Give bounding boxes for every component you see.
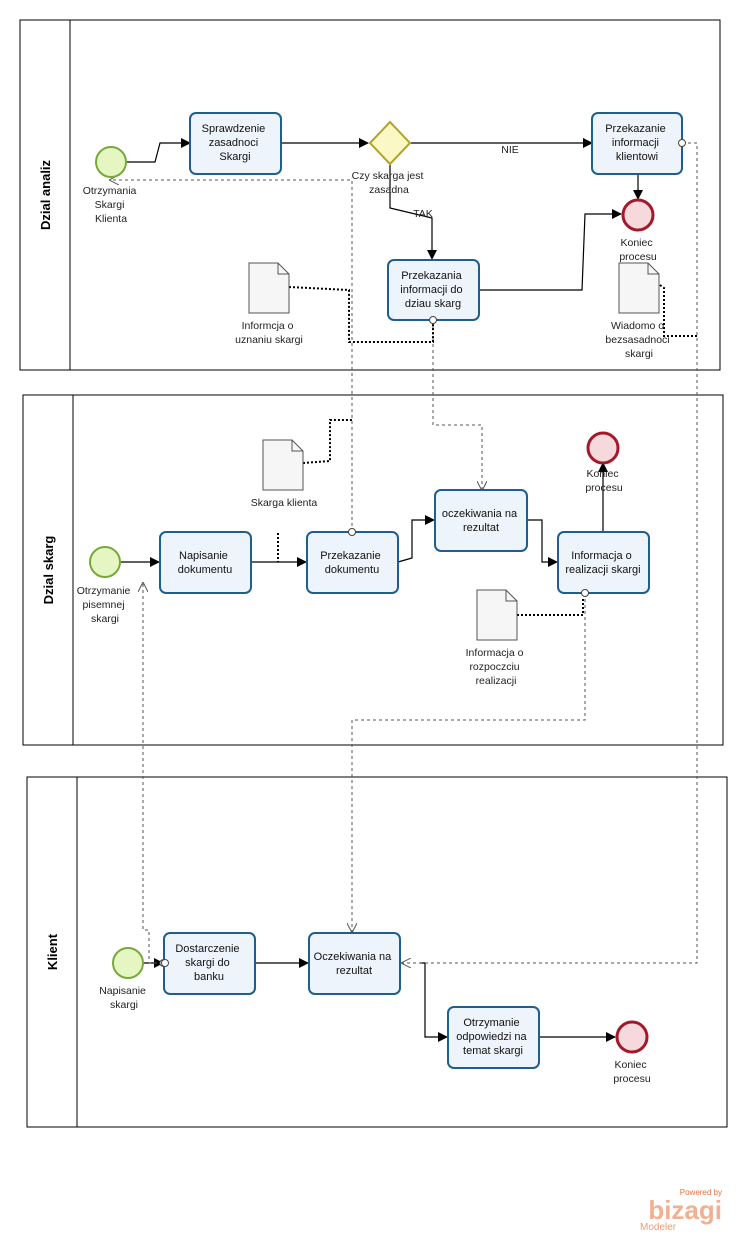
exclusive-gateway-icon[interactable]	[368, 120, 412, 166]
task-otrzymanie-odpowiedzi[interactable]	[447, 1006, 540, 1069]
gateway-yes-label: TAK	[413, 208, 433, 220]
end-event-label: Koniec procesu	[585, 468, 623, 494]
msgflow-dostarczenie-to-start-skarg	[143, 583, 163, 963]
task-label: Oczekiwania na rezultat	[314, 951, 395, 977]
assoc-uznanie	[288, 286, 434, 343]
lane-title: Dzial analiz	[38, 159, 53, 230]
document-icon	[618, 262, 660, 314]
task-sprawdzenie[interactable]	[189, 112, 282, 175]
task-label: Przekazania informacji do dziau skarg	[400, 270, 465, 310]
task-label: Przekazanie informacji klientowi	[605, 123, 669, 163]
task-label: Informacja o realizacji skargi	[565, 550, 640, 576]
document-label: Informacja o rozpoczciu realizacji	[466, 647, 527, 687]
task-informacja-realizacji[interactable]	[557, 531, 650, 594]
task-label: Przekazanie dokumentu	[320, 550, 384, 576]
start-event-icon[interactable]	[112, 947, 144, 979]
bizagi-watermark: Powered by bizagi Modeler	[640, 1188, 722, 1233]
task-napisanie-dokumentu[interactable]	[159, 531, 252, 594]
message-port-icon	[678, 139, 686, 147]
start-event-label: Otrzymania Skargi Klienta	[83, 185, 140, 225]
document-icon	[262, 439, 304, 491]
message-port-icon	[581, 589, 589, 597]
end-event-icon[interactable]	[615, 1020, 649, 1054]
start-event-icon[interactable]	[89, 546, 121, 578]
gateway-label: Czy skarga jest zasadna	[352, 170, 427, 196]
task-oczekiwania-klient[interactable]	[308, 932, 401, 995]
associations	[277, 284, 697, 616]
document-icon	[476, 589, 518, 641]
end-event-label: Koniec procesu	[619, 237, 657, 263]
document-label: Skarga klienta	[251, 497, 318, 509]
modeler-text: Modeler	[640, 1222, 677, 1233]
task-label: Otrzymanie odpowiedzi na temat skargi	[456, 1017, 529, 1057]
task-label: Dostarczenie skargi do banku	[175, 943, 242, 983]
lane-title: Dzial skarg	[41, 536, 56, 605]
message-port-icon	[161, 959, 169, 967]
message-flows	[110, 143, 698, 963]
end-event-label: Koniec procesu	[613, 1059, 651, 1085]
assoc-rozpoczecie	[517, 597, 584, 616]
document-icon	[248, 262, 290, 314]
task-oczekiwania-skarg[interactable]	[434, 489, 528, 552]
document-label: Informcja o uznaniu skargi	[235, 320, 303, 346]
task-label: oczekiwania na rezultat	[442, 508, 520, 534]
flow-start-to-sprawdzenie	[127, 138, 191, 163]
gateway-no-label: NIE	[501, 144, 519, 156]
assoc-bezzasadnosc	[659, 284, 697, 337]
powered-by-text: Powered by	[680, 1188, 722, 1197]
start-event-label: Otrzymanie pisemnej skargi	[77, 585, 134, 625]
message-port-icon	[429, 316, 437, 324]
start-event-label: Napisanie skargi	[99, 985, 149, 1011]
msgflow-klientowi-to-klient	[402, 143, 698, 963]
end-event-icon[interactable]	[621, 198, 655, 232]
end-event-icon[interactable]	[586, 431, 620, 465]
assoc-skarga-klienta	[302, 419, 352, 464]
document-label: Wiadomo o bezsasadnoci skargi	[605, 320, 672, 360]
bizagi-logo: bizagi	[648, 1195, 722, 1225]
message-port-icon	[348, 528, 356, 536]
task-label: Napisanie dokumentu	[178, 550, 232, 576]
lane-title: Klient	[45, 933, 60, 970]
task-label: Sprawdzenie zasadnoci Skargi	[202, 123, 269, 163]
start-event-icon[interactable]	[95, 146, 127, 178]
task-przekazanie-dokumentu[interactable]	[306, 531, 399, 594]
